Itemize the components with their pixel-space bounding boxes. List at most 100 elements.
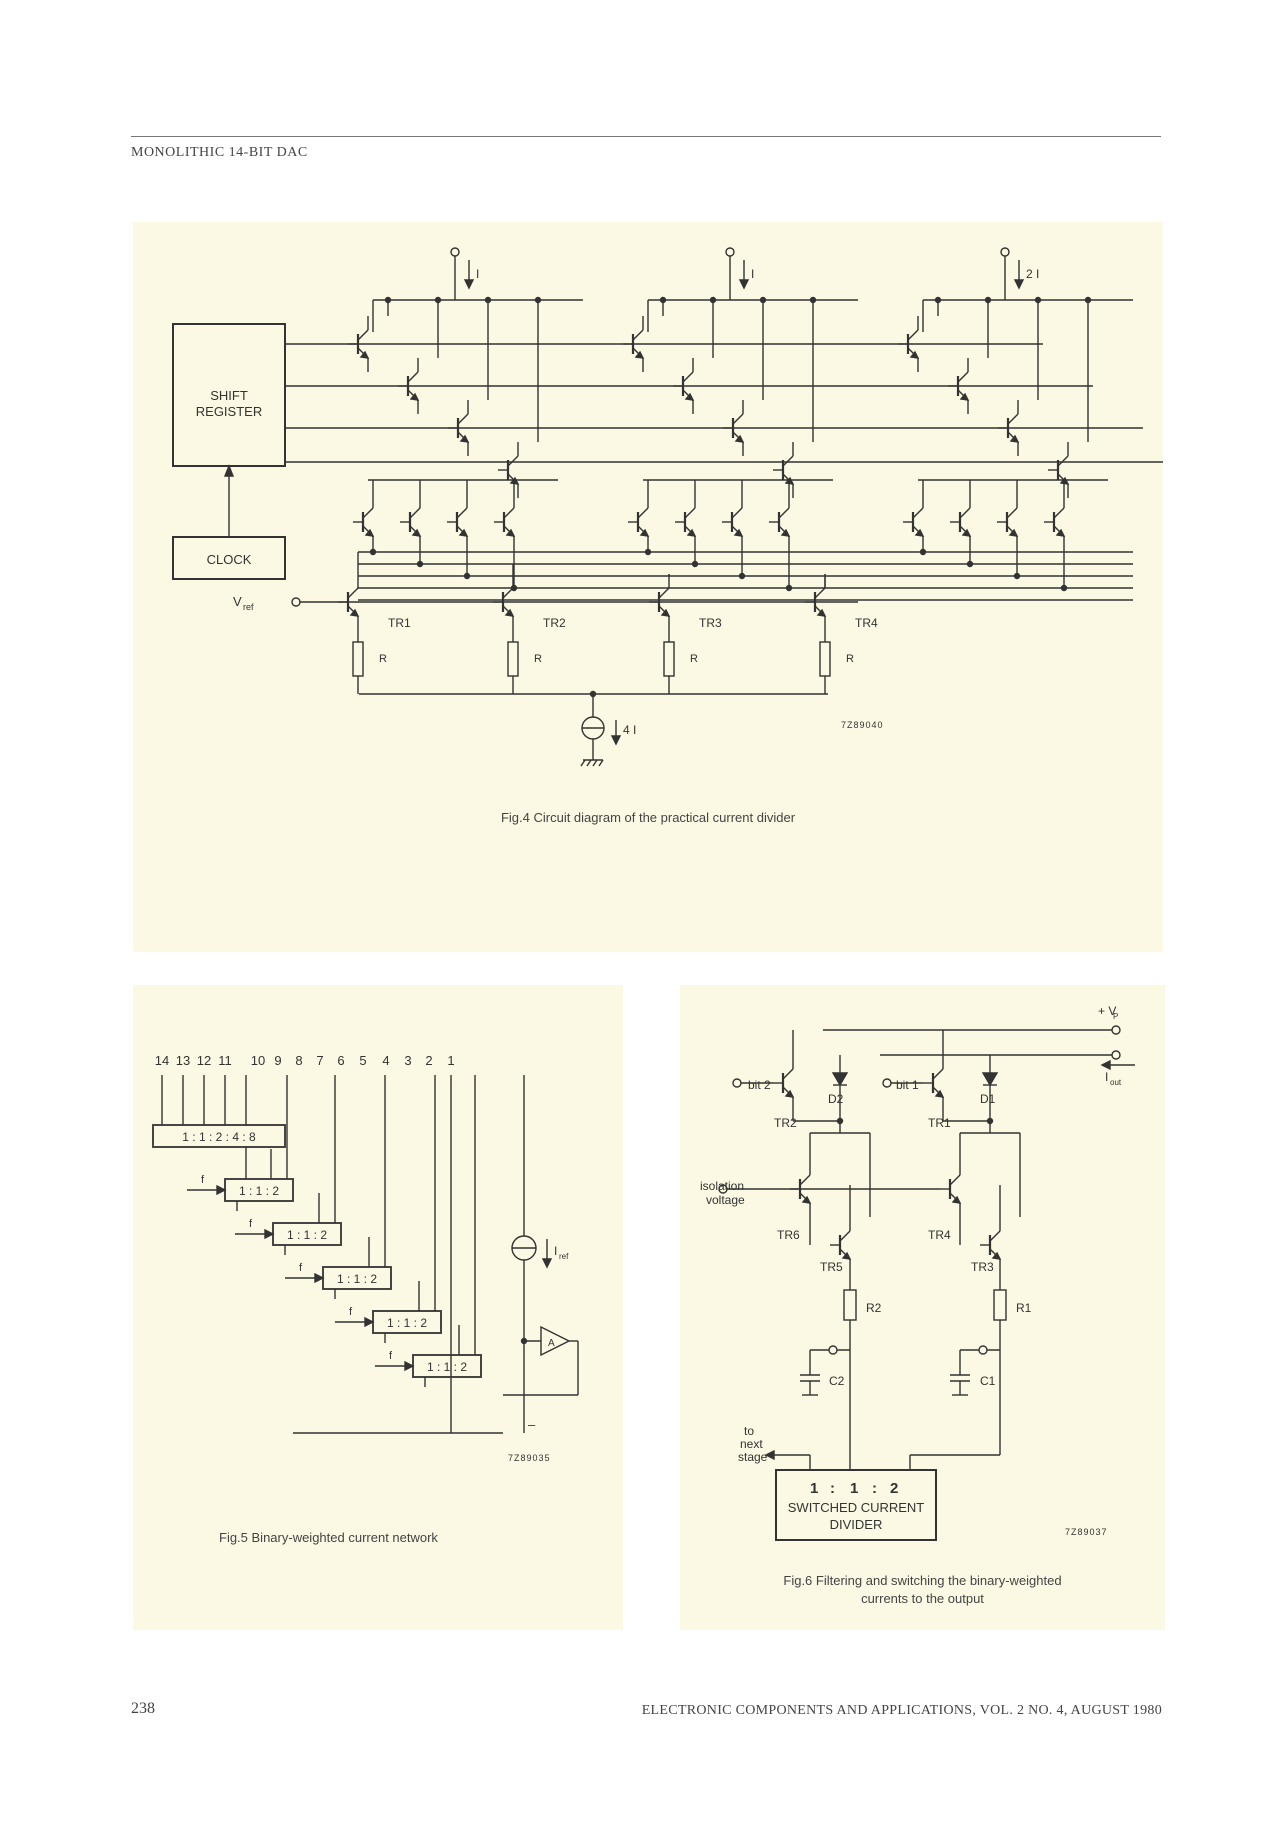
tr4-label: TR4 — [928, 1228, 951, 1242]
reference-transistors — [338, 552, 831, 694]
ref-transistor-1 — [338, 574, 360, 630]
ref-transistor-4 — [805, 574, 827, 630]
lower-transistor-3-3 — [997, 494, 1019, 550]
bit2-terminal — [732, 1078, 742, 1088]
bit-label-5: 10 — [251, 1053, 265, 1068]
iout-arrow — [1100, 1059, 1111, 1071]
vref-line — [291, 597, 858, 607]
tr3-label: TR3 — [699, 616, 722, 630]
upper-node-3-4 — [1084, 296, 1092, 304]
lower-transistor-3-2 — [950, 494, 972, 550]
shift-register-label-1: SHIFT — [210, 388, 248, 403]
reference-source — [511, 1235, 553, 1269]
lower-transistor-2-4 — [769, 494, 791, 550]
upper-transistor-2-4 — [773, 442, 795, 498]
resistor-label-2: R — [534, 653, 542, 665]
divider-block-1-8 — [152, 1124, 286, 1148]
bit-label-10: 5 — [359, 1053, 366, 1068]
clock-label-1: f — [201, 1174, 205, 1186]
c2-label: C2 — [829, 1374, 845, 1388]
journal-footer: ELECTRONIC COMPONENTS AND APPLICATIONS, … — [641, 1703, 1162, 1718]
d1-label: D1 — [980, 1092, 996, 1106]
current-inputs — [450, 247, 1025, 300]
ratio-sep-2: : — [872, 1480, 877, 1497]
divider-label-5: 1 : 1 : 2 — [427, 1360, 467, 1374]
bit-label-4: 11 — [218, 1053, 232, 1068]
current-label-3: 2 I — [1026, 267, 1039, 281]
divider-label-3: 1 : 1 : 2 — [337, 1272, 377, 1286]
vp-label: + V — [1098, 1004, 1116, 1018]
c2-terminal — [828, 1345, 838, 1355]
lower-transistor-3-4 — [1044, 494, 1066, 550]
resistor-1 — [352, 641, 364, 677]
bit-label-8: 7 — [316, 1053, 323, 1068]
ratio-3: 2 — [890, 1480, 898, 1497]
iref-label: I — [554, 1244, 557, 1258]
tr4-label: TR4 — [855, 616, 878, 630]
divider-label-4: 1 : 1 : 2 — [387, 1316, 427, 1330]
r2-resistor — [843, 1289, 857, 1321]
tr6-label: TR6 — [777, 1228, 800, 1242]
bit-label-11: 4 — [382, 1053, 389, 1068]
upper-transistor-1-3 — [448, 400, 470, 456]
upper-node-2-4 — [809, 296, 817, 304]
bit-label-9: 6 — [337, 1053, 344, 1068]
clock-arrow-5 — [404, 1360, 415, 1372]
running-head: MONOLITHIC 14-BIT DAC — [131, 145, 308, 160]
fig4-code: 7Z89040 — [841, 720, 884, 730]
upper-transistor-2-3 — [723, 400, 745, 456]
ref-transistor-2 — [493, 574, 515, 630]
upper-buses — [372, 299, 1133, 332]
isolation-terminal — [718, 1184, 728, 1194]
upper-transistor-2-2 — [673, 358, 695, 414]
page-number: 238 — [131, 1700, 155, 1717]
filter-switch-circuit — [718, 1030, 1021, 1470]
tr3-label: TR3 — [971, 1260, 994, 1274]
ratio-sep-1: : — [830, 1480, 835, 1497]
upper-transistor-array — [348, 296, 1092, 498]
bit2-label: bit 2 — [748, 1078, 771, 1092]
tr3-transistor — [980, 1217, 1002, 1273]
node-right-1 — [986, 1117, 994, 1125]
bit-label-2: 13 — [176, 1053, 190, 1068]
tr4-transistor — [940, 1161, 962, 1217]
resistor-2 — [507, 641, 519, 677]
upper-node-1-1 — [384, 296, 392, 304]
vref-subscript: ref — [243, 602, 254, 612]
ratio-2: 1 — [850, 1480, 858, 1497]
interconnect-buses — [358, 551, 1133, 601]
fig5-caption: Fig.5 Binary-weighted current network — [219, 1530, 438, 1545]
upper-transistor-1-1 — [348, 316, 370, 372]
clock-label-3: f — [299, 1262, 303, 1274]
isolation-label-1: isolation — [700, 1179, 744, 1193]
to-next-label-1: to — [744, 1424, 754, 1438]
minus-label: – — [528, 1417, 536, 1432]
bit-lines — [161, 1075, 525, 1433]
current-label-2: I — [751, 267, 754, 281]
node-left-1 — [836, 1117, 844, 1125]
amplifier-a — [503, 1325, 579, 1396]
lower-transistor-2-1 — [628, 494, 650, 550]
tr1-label: TR1 — [928, 1116, 951, 1130]
to-next-label-3: stage — [738, 1450, 768, 1464]
figure-6-panel: + V P I out bit 2 bit 1 D2 D1 TR2 TR1 is… — [680, 985, 1165, 1630]
bit-label-14: 1 — [447, 1053, 454, 1068]
upper-transistor-2-1 — [623, 316, 645, 372]
upper-node-3-1 — [934, 296, 942, 304]
switched-current-divider-box — [775, 1469, 937, 1541]
clock-arrow-2 — [264, 1228, 275, 1240]
bit1-terminal — [882, 1078, 892, 1088]
resistor-label-1: R — [379, 653, 387, 665]
upper-node-2-2 — [709, 296, 717, 304]
resistor-3 — [663, 641, 675, 677]
tr5-transistor — [830, 1217, 852, 1273]
first-divider-label: 1 : 1 : 2 : 4 : 8 — [182, 1130, 256, 1144]
bit-label-1: 14 — [155, 1053, 169, 1068]
c1-label: C1 — [980, 1374, 996, 1388]
upper-node-2-3 — [759, 296, 767, 304]
d2-label: D2 — [828, 1092, 844, 1106]
next-stage-arrow — [764, 1449, 775, 1461]
tr2-label: TR2 — [543, 616, 566, 630]
upper-node-3-2 — [984, 296, 992, 304]
